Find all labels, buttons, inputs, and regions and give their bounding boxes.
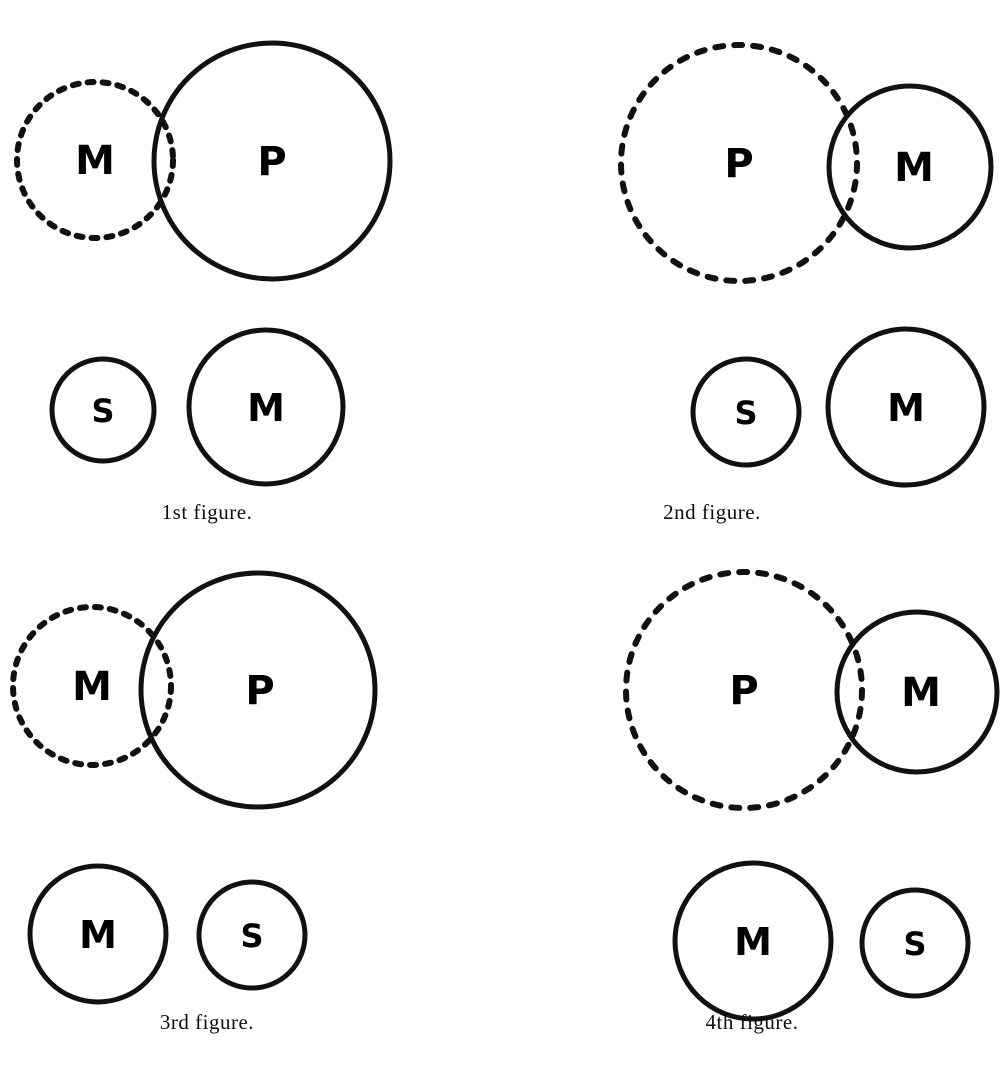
circle-p-solid-fig3 <box>138 570 378 810</box>
circle-m-solid-fig2 <box>826 83 994 251</box>
term-label-m-fig3-major: M <box>72 664 112 710</box>
term-label-p-fig4-major: P <box>729 668 758 714</box>
term-label-s-fig1-minor: S <box>91 392 114 430</box>
circle-m-solid-fig4-minor <box>672 860 834 1022</box>
term-label-s-fig2-minor: S <box>734 394 757 432</box>
term-label-m-fig1-major: M <box>75 138 115 184</box>
term-label-m-fig2-minor: M <box>887 386 925 430</box>
figure-3-diagram: M P M S <box>10 570 378 1005</box>
figure-1-diagram: M P S M <box>14 40 393 487</box>
term-label-m-fig4-major: M <box>901 670 941 716</box>
figure-panel-3: M P M S 3rd figure. <box>0 540 500 1065</box>
figure-caption-4: 4th figure. <box>705 1010 799 1034</box>
circle-m-dashed-fig3 <box>10 604 174 768</box>
figure-panel-4: P M M S 4th figure. <box>500 540 1000 1065</box>
circle-s-solid-fig4 <box>859 887 971 999</box>
circle-m-dashed-fig1 <box>14 79 176 241</box>
term-label-m-fig3-minor: M <box>79 913 117 957</box>
figure-caption-3: 3rd figure. <box>159 1010 255 1034</box>
term-label-m-fig1-minor: M <box>247 386 285 430</box>
circle-m-solid-fig3 <box>27 863 169 1005</box>
figure-4-diagram: P M M S <box>623 569 1000 1022</box>
circle-p-solid-fig1 <box>151 40 393 282</box>
figure-caption-2: 2nd figure. <box>663 500 761 524</box>
circle-m-solid-fig2-minor <box>825 326 987 488</box>
circle-p-dashed-fig2 <box>618 42 860 284</box>
term-label-p-fig1-major: P <box>257 139 286 185</box>
term-label-s-fig3-minor: S <box>240 917 263 955</box>
circle-p-dashed-fig4 <box>623 569 865 811</box>
circle-s-solid-fig3 <box>196 879 308 991</box>
circle-s-solid-fig2 <box>690 356 802 468</box>
figure-caption-1: 1st figure. <box>161 500 253 524</box>
figure-panel-2: P M S M 2nd figure. <box>500 0 1000 540</box>
term-label-m-fig2-major: M <box>894 145 934 191</box>
term-label-p-fig2-major: P <box>724 141 753 187</box>
figure-2-diagram: P M S M <box>618 42 994 488</box>
term-label-s-fig4-minor: S <box>903 925 926 963</box>
term-label-p-fig3-major: P <box>245 668 274 714</box>
term-label-m-fig4-minor: M <box>734 920 772 964</box>
figure-panel-1: M P S M 1st figure. <box>0 0 500 540</box>
circle-m-solid-fig4 <box>834 609 1000 775</box>
circle-s-solid-fig1 <box>49 356 157 464</box>
circle-m-solid-fig1 <box>186 327 346 487</box>
